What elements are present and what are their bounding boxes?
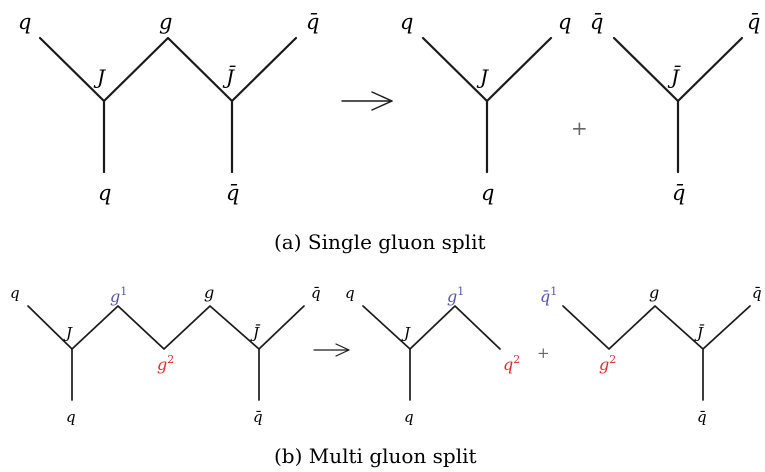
- panel-b: q g1 g2 g q̄ J J̄ q q̄ q g1 J q2 q +: [10, 283, 762, 468]
- label-qbar1: q̄1: [540, 285, 557, 306]
- panel-b-input-diagram: q g1 g2 g q̄ J J̄ q q̄: [10, 283, 321, 426]
- arrow-b: [313, 343, 350, 357]
- J-quark-line: [362, 305, 411, 401]
- label-Jbar: J̄: [250, 324, 260, 342]
- label-Jbar: J̄: [222, 64, 236, 89]
- label-g-top: g: [204, 283, 214, 302]
- label-J: J: [93, 65, 106, 89]
- panel-b-output-Jbar: q̄1 g2 g J̄ q̄ q̄: [540, 283, 762, 426]
- string-line-J: [102, 36, 234, 103]
- plus-sign-b: +: [537, 344, 550, 362]
- label-qbar-bottom: q̄: [226, 181, 239, 205]
- Jbar-quark-line: [702, 305, 751, 401]
- label-g2: g2: [599, 353, 616, 374]
- Jbar-line-left: [612, 36, 680, 174]
- label-Jbar: J̄: [667, 64, 681, 89]
- label-J: J: [63, 324, 73, 342]
- label-g1: g1: [110, 285, 127, 306]
- label-q-top-left: q: [10, 284, 20, 302]
- panel-a-output-Jbar: q̄ q̄ J̄ q̄: [590, 10, 760, 205]
- arrow-a: [341, 91, 393, 111]
- label-qbar-bottom: q̄: [672, 181, 685, 205]
- plus-sign-a: +: [571, 116, 588, 140]
- string-line: [71, 305, 260, 350]
- label-q-top-left: q: [18, 10, 31, 34]
- quark-line-left: [27, 305, 73, 401]
- label-g1: g1: [447, 285, 464, 306]
- quark-line-left: [38, 36, 106, 174]
- label-qbar-left: q̄: [590, 10, 603, 34]
- label-q-bottom: q: [404, 408, 414, 426]
- label-J: J: [401, 324, 411, 342]
- label-q-bottom: q: [98, 181, 111, 205]
- label-g-top: g: [649, 283, 659, 302]
- label-qbar-right: q̄: [747, 10, 760, 34]
- label-qbar-bottom: q̄: [253, 408, 263, 426]
- Jbar-string-line: [562, 305, 704, 350]
- panel-b-output-J: q g1 J q2 q: [345, 284, 520, 426]
- Jbar-line-right: [676, 36, 744, 103]
- label-g2: g2: [157, 353, 174, 374]
- antiquark-line-right: [258, 305, 305, 401]
- antiquark-line-right: [230, 36, 298, 174]
- caption-a: (a) Single gluon split: [274, 230, 486, 254]
- J-line-left: [421, 36, 489, 174]
- label-q-bottom: q: [66, 408, 76, 426]
- label-q-left: q: [345, 284, 355, 302]
- label-q-left: q: [400, 10, 413, 34]
- label-J: J: [476, 65, 489, 89]
- label-qbar-right: q̄: [752, 284, 762, 302]
- label-qbar-top-right: q̄: [311, 284, 321, 302]
- label-Jbar: J̄: [694, 324, 704, 342]
- J-line-right: [485, 36, 553, 103]
- panel-a-input-diagram: q g q̄ J J̄ q q̄: [18, 10, 319, 205]
- label-g-top: g: [159, 10, 172, 34]
- panel-a-output-J: q q J q: [400, 10, 571, 205]
- J-string-line: [409, 305, 501, 350]
- caption-b: (b) Multi gluon split: [274, 444, 477, 468]
- label-q2: q2: [503, 353, 520, 374]
- panel-a: q g q̄ J J̄ q q̄ q q J q + q̄ q̄: [18, 10, 760, 254]
- label-qbar-top-right: q̄: [306, 10, 319, 34]
- label-q-bottom: q: [481, 181, 494, 205]
- label-q-right: q: [558, 10, 571, 34]
- label-qbar-bottom: q̄: [697, 408, 707, 426]
